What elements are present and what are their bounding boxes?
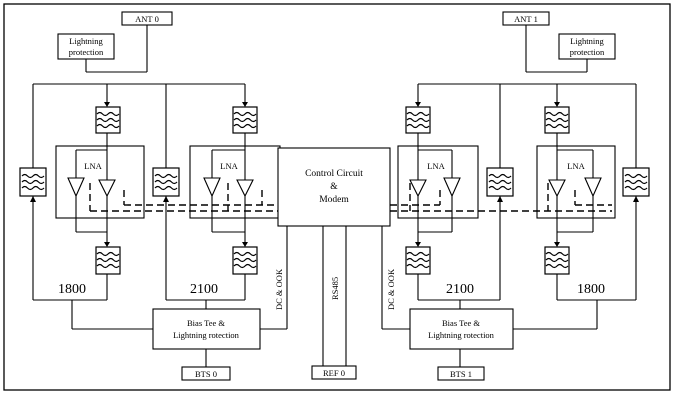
- lightning-protection-right-box: [558, 33, 616, 60]
- lna-amplifier-icon: [236, 179, 254, 198]
- filter-icon: [152, 167, 180, 197]
- lightning-protection-left-line2: protection: [69, 47, 104, 57]
- left-half: [19, 24, 288, 370]
- band-label-right-2100: 2100: [446, 282, 474, 297]
- lna-amplifier-icon: [409, 179, 427, 198]
- lightning-protection-right-line1: Lightning: [570, 36, 604, 46]
- ant1-label: ANT 1: [514, 14, 538, 24]
- bias-tee-left-line1: Bias Tee &: [187, 318, 225, 328]
- lna-amplifier-icon: [443, 177, 461, 198]
- control-circuit-box: [277, 147, 391, 227]
- bias-tee-right-line1: Bias Tee &: [442, 318, 480, 328]
- bts1-port-box: [437, 366, 485, 381]
- lna-amplifier-icon: [203, 177, 221, 198]
- lna-amplifier-icon: [584, 177, 602, 198]
- ant0-label: ANT 0: [135, 14, 159, 24]
- control-circuit-line2: &: [330, 182, 338, 192]
- bias-tee-right-box: [409, 308, 514, 350]
- lna-amplifier-icon: [548, 179, 566, 198]
- lightning-protection-left-box: [57, 33, 115, 60]
- filter-icon: [544, 246, 570, 275]
- bias-tee-left-box: [152, 308, 261, 350]
- lna-label: LNA: [220, 161, 238, 171]
- dc-ook-right-label: DC & OOK: [386, 268, 396, 310]
- ant0-port-box: [121, 11, 173, 26]
- ant1-port-box: [502, 11, 550, 26]
- bts0-label: BTS 0: [195, 369, 217, 379]
- lna-amplifier-icon: [98, 179, 116, 198]
- filter-icon: [486, 167, 514, 197]
- filter-icon: [405, 246, 431, 275]
- filter-icon: [232, 246, 258, 275]
- band-label-left-1800: 1800: [58, 282, 86, 297]
- bias-tee-left-line2: Lightning rotection: [173, 330, 240, 340]
- ref0-port-box: [311, 365, 357, 380]
- right-half: [381, 24, 650, 370]
- filter-icon: [95, 246, 121, 275]
- filter-icon: [622, 167, 650, 197]
- lna-label: LNA: [84, 161, 102, 171]
- bts1-label: BTS 1: [450, 369, 472, 379]
- dc-ook-left-label: DC & OOK: [274, 268, 284, 310]
- lna-label: LNA: [567, 161, 585, 171]
- bts0-port-box: [181, 366, 231, 381]
- lightning-protection-left-line1: Lightning: [69, 36, 103, 46]
- center-section: [277, 147, 391, 366]
- filter-icon: [95, 106, 121, 134]
- filter-icon: [405, 106, 431, 134]
- outer-frame: [3, 3, 671, 391]
- lightning-protection-right-line2: protection: [570, 47, 605, 57]
- band-label-right-1800: 1800: [577, 282, 605, 297]
- ref0-label: REF 0: [323, 368, 345, 378]
- band-label-left-2100: 2100: [190, 282, 218, 297]
- lna-amplifier-icon: [67, 177, 85, 198]
- control-circuit-line1: Control Circuit: [305, 169, 363, 179]
- bias-tee-right-line2: Lightning rotection: [428, 330, 495, 340]
- lna-label: LNA: [427, 161, 445, 171]
- control-circuit-line3: Modem: [319, 195, 349, 205]
- rs485-label: RS485: [330, 277, 340, 300]
- filter-icon: [544, 106, 570, 134]
- filter-icon: [232, 106, 258, 134]
- filter-icon: [19, 167, 47, 197]
